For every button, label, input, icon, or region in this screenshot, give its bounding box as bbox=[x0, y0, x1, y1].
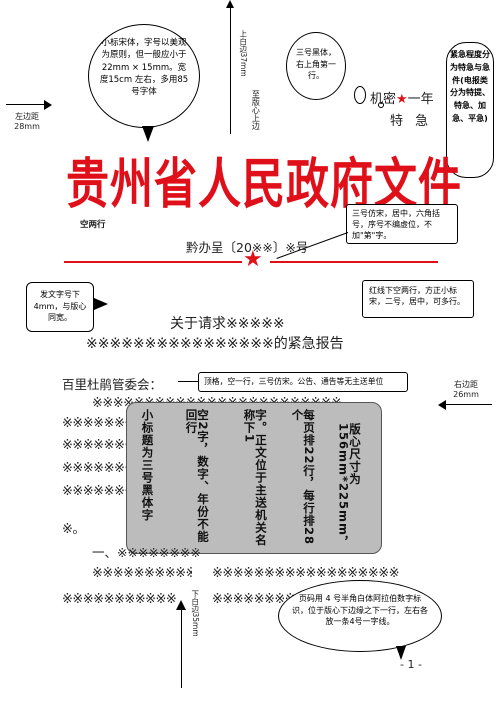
page-number-note-bubble: 页码用 4 号半角白体阿拉伯数字标识，位于版心下边缘之下一行，左右各放一条4号一… bbox=[278, 580, 442, 652]
subject-line-2: ※※※※※※※※※※※※※※※※的紧急报告 bbox=[86, 336, 344, 352]
blank-two-label: 空两行 bbox=[80, 220, 106, 230]
note-col-2: 每页排22行，每行排28个 bbox=[290, 409, 317, 546]
secret-label: 机密★一年 bbox=[370, 92, 434, 107]
heading-1: 一、※※※※※※※※ bbox=[92, 545, 201, 560]
subject-line-1: 关于请求※※※※※ bbox=[170, 316, 285, 332]
core-size-note: 版心尺寸为156mm*225mm， 每页排22行，每行排28个 字。正文位于主送… bbox=[126, 402, 382, 554]
issuer-note-bubble: 发文字号下4mm，与版心同宽。 bbox=[26, 282, 94, 332]
thought-circle-1 bbox=[354, 86, 366, 104]
star-icon: ★ bbox=[396, 92, 408, 107]
red-line-note-box: 红线下空两行，方正小标宋，二号，居中，可多行。 bbox=[362, 280, 474, 318]
subtitle-font-bubble: 小标宋体，字号以美观为原则，但一般应小于22mm × 15mm。宽度15cm 左… bbox=[88, 24, 200, 128]
body-line-7a: ※※※※※※※※※※※ bbox=[62, 592, 177, 607]
note-col-3: 字。正文位于主送机关名称下1 bbox=[242, 409, 269, 547]
red-star-icon: ★ bbox=[243, 247, 263, 272]
body-line-6b: ※※※※※※※※※※※※※※※※※※ bbox=[212, 566, 400, 581]
addressee-note-arrow-outline bbox=[178, 381, 198, 382]
urgency-label: 特 急 bbox=[390, 114, 433, 129]
number-note-box: 三号仿宋，居中，六角括号，序号不编虚位，不加"第"字。 bbox=[346, 204, 458, 244]
red-separator-right bbox=[270, 261, 438, 263]
addressee-note-arrowhead-icon bbox=[176, 376, 198, 388]
body-line-6a: ※※※※※※※※※※ bbox=[92, 566, 192, 581]
document-number: 黔办呈〔20※※〕※号 bbox=[186, 240, 309, 255]
body-line-end: ※。 bbox=[62, 522, 85, 537]
bottom-margin-arrow bbox=[181, 606, 182, 688]
issuer-note-tail bbox=[94, 298, 108, 310]
note-col-5: 小标题为三号黑体字 bbox=[140, 409, 155, 522]
top-arrowhead-icon bbox=[226, 0, 234, 8]
right-margin-label: 右边距 26mm bbox=[453, 380, 479, 400]
bubble-tail-left bbox=[142, 126, 154, 142]
page-number: - 1 - bbox=[400, 658, 422, 671]
note-col-4: 空2字，数字、年份不能回行 bbox=[184, 409, 211, 544]
top-margin-arrow bbox=[230, 4, 231, 134]
urgency-note-bubble: 紧急程度分为特急与急件(电报类分为特提、特急、加急、平急) bbox=[446, 42, 494, 178]
page-note-tail bbox=[396, 646, 406, 660]
addressee: 百里杜鹃管委会： bbox=[62, 377, 163, 392]
addressee-note-box: 顶格，空一行，三号仿宋。公告、通告等无主送单位 bbox=[198, 372, 408, 392]
note-col-1: 版心尺寸为156mm*225mm， bbox=[336, 423, 363, 549]
top-margin-label: 上白边37mm bbox=[238, 30, 248, 77]
left-margin-label: 左边距 28mm bbox=[14, 112, 40, 132]
bottom-arrowhead-icon bbox=[176, 600, 186, 610]
red-separator-left bbox=[64, 261, 242, 263]
right-margin-arrowhead-icon bbox=[438, 400, 446, 410]
thought-circle-2 bbox=[378, 102, 384, 108]
left-margin-arrow bbox=[6, 104, 46, 105]
right-margin-arrow bbox=[444, 404, 492, 405]
to-core-top-label: 至版心上边 bbox=[251, 90, 261, 130]
number-font-bubble: 三号黑体，右上角第一行。 bbox=[286, 32, 346, 100]
left-margin-arrowhead-icon bbox=[44, 100, 52, 110]
bottom-margin-label: 下白边35mm bbox=[190, 590, 200, 637]
